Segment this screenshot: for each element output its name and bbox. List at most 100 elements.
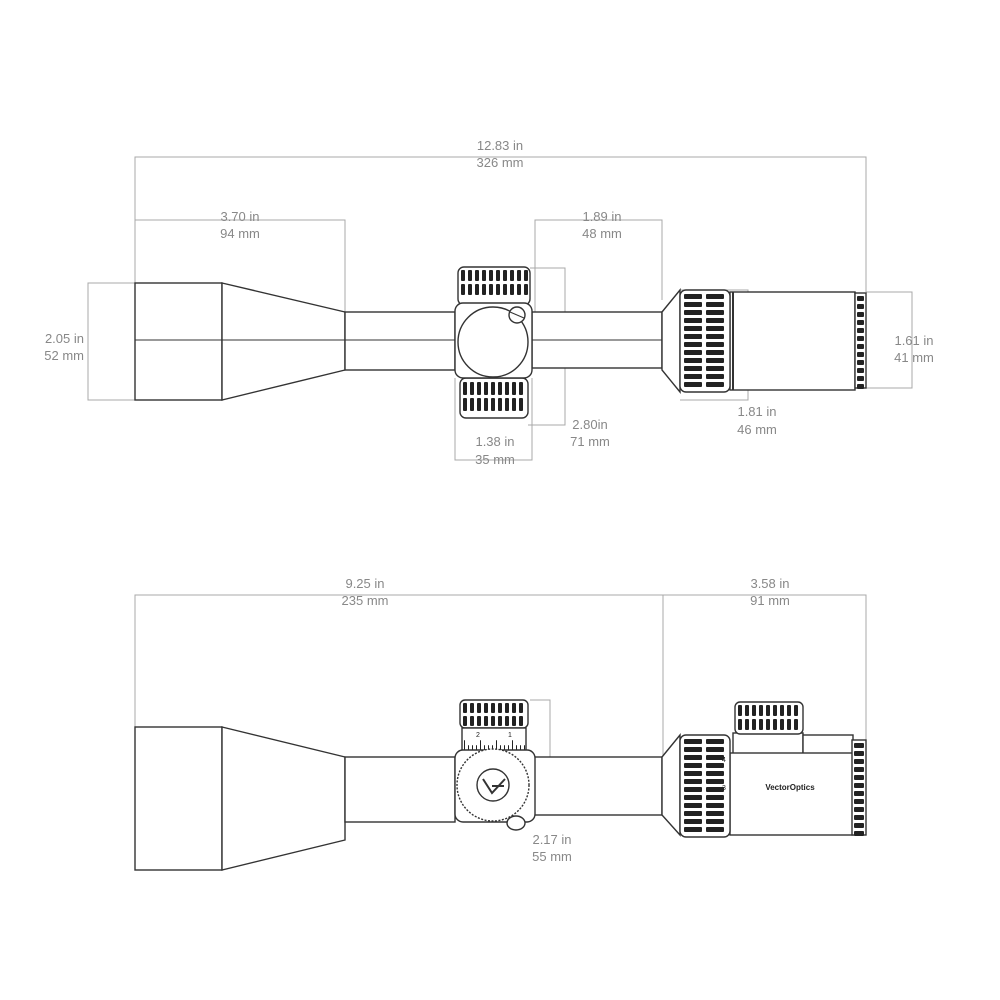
power-ring-length-in: 1.81 in	[737, 404, 776, 419]
knurl-mark	[519, 398, 523, 411]
knurl-mark	[505, 382, 509, 395]
knurl-mark	[684, 779, 702, 784]
eyepiece-diameter-mm: 41 mm	[894, 350, 934, 365]
elevation-turret-top[interactable]	[457, 266, 531, 306]
objective-length-in: 3.70 in	[220, 209, 259, 224]
knurl-mark	[854, 759, 864, 764]
knurl-mark	[498, 382, 502, 395]
front-length-mm: 235 mm	[342, 593, 389, 608]
knurl-mark	[512, 740, 513, 752]
knurl-mark	[524, 284, 528, 295]
knurl-mark	[484, 382, 488, 395]
top-labels: 12.83 in 326 mm 3.70 in 94 mm 1.89 in 48…	[44, 138, 934, 467]
knurl-mark	[794, 719, 798, 730]
knurl-mark	[794, 705, 798, 716]
top-view: 12.83 in 326 mm 3.70 in 94 mm 1.89 in 48…	[44, 138, 934, 467]
knurl-mark	[854, 751, 864, 756]
knurl-mark	[706, 819, 724, 824]
eyepiece-diameter-in: 1.61 in	[894, 333, 933, 348]
knurl-mark	[706, 382, 724, 387]
knurl-mark	[505, 716, 509, 726]
knurl-mark	[512, 716, 516, 726]
windage-turret-bottom[interactable]	[459, 377, 529, 419]
knurl-mark	[505, 703, 509, 713]
knurl-mark	[684, 302, 702, 307]
knurl-mark	[512, 398, 516, 411]
magnification-number: 3	[722, 785, 726, 792]
knurl-mark	[745, 705, 749, 716]
knurl-mark	[498, 398, 502, 411]
knurl-mark	[491, 716, 495, 726]
knurl-mark	[857, 344, 864, 349]
knurl-mark	[706, 302, 724, 307]
power-ring-knurl[interactable]	[679, 289, 731, 393]
turret-width-mm: 35 mm	[475, 452, 515, 467]
knurl-mark	[480, 740, 481, 752]
knurl-mark	[510, 270, 514, 281]
knurl-mark	[503, 284, 507, 295]
knurl-mark	[706, 350, 724, 355]
knurl-mark	[684, 350, 702, 355]
knurl-mark	[706, 334, 724, 339]
side-rear-knurl	[851, 739, 867, 836]
knurl-mark	[854, 807, 864, 812]
knurl-mark	[854, 783, 864, 788]
knurl-mark	[482, 284, 486, 295]
knurl-mark	[684, 771, 702, 776]
knurl-mark	[787, 719, 791, 730]
knurl-mark	[684, 318, 702, 323]
knurl-mark	[684, 739, 702, 744]
knurl-mark	[857, 384, 864, 389]
eyepiece-length-mm: 48 mm	[582, 226, 622, 241]
turret-height-in: 2.80in	[572, 417, 607, 432]
knurl-mark	[484, 703, 488, 713]
knurl-mark	[857, 360, 864, 365]
knurl-mark	[706, 803, 724, 808]
knurl-mark	[519, 382, 523, 395]
knurl-mark	[706, 318, 724, 323]
knurl-mark	[503, 270, 507, 281]
knurl-mark	[738, 719, 742, 730]
magnification-knob[interactable]	[734, 701, 804, 735]
rear-knurl	[854, 292, 867, 389]
knurl-mark	[482, 270, 486, 281]
knurl-mark	[475, 284, 479, 295]
knurl-mark	[684, 755, 702, 760]
knurl-mark	[684, 374, 702, 379]
objective-diameter-in: 2.05 in	[45, 331, 84, 346]
knurl-mark	[684, 747, 702, 752]
knurl-mark	[854, 767, 864, 772]
turret-offset-mm: 55 mm	[532, 849, 572, 864]
knurl-mark	[484, 716, 488, 726]
knurl-mark	[857, 376, 864, 381]
knurl-mark	[857, 368, 864, 373]
turret-offset-in: 2.17 in	[532, 832, 571, 847]
knurl-mark	[684, 382, 702, 387]
knurl-mark	[857, 352, 864, 357]
knurl-mark	[684, 787, 702, 792]
knurl-mark	[684, 811, 702, 816]
knurl-mark	[857, 320, 864, 325]
knurl-mark	[745, 719, 749, 730]
rear-length-in: 3.58 in	[750, 576, 789, 591]
knurl-mark	[463, 382, 467, 395]
knurl-mark	[857, 336, 864, 341]
knurl-mark	[684, 819, 702, 824]
side-power-ring[interactable]	[679, 734, 731, 838]
knurl-mark	[484, 398, 488, 411]
parallax-knob[interactable]	[457, 306, 529, 378]
knurl-mark	[706, 787, 724, 792]
knurl-mark	[496, 270, 500, 281]
knurl-mark	[463, 716, 467, 726]
side-elevation-turret[interactable]: 2 1	[459, 699, 529, 753]
knurl-mark	[477, 716, 481, 726]
knurl-mark	[475, 270, 479, 281]
knurl-mark	[706, 342, 724, 347]
knurl-mark	[766, 719, 770, 730]
overall-length-in: 12.83 in	[477, 138, 523, 153]
knurl-mark	[477, 382, 481, 395]
knurl-mark	[684, 803, 702, 808]
rear-length-mm: 91 mm	[750, 593, 790, 608]
knurl-mark	[759, 719, 763, 730]
